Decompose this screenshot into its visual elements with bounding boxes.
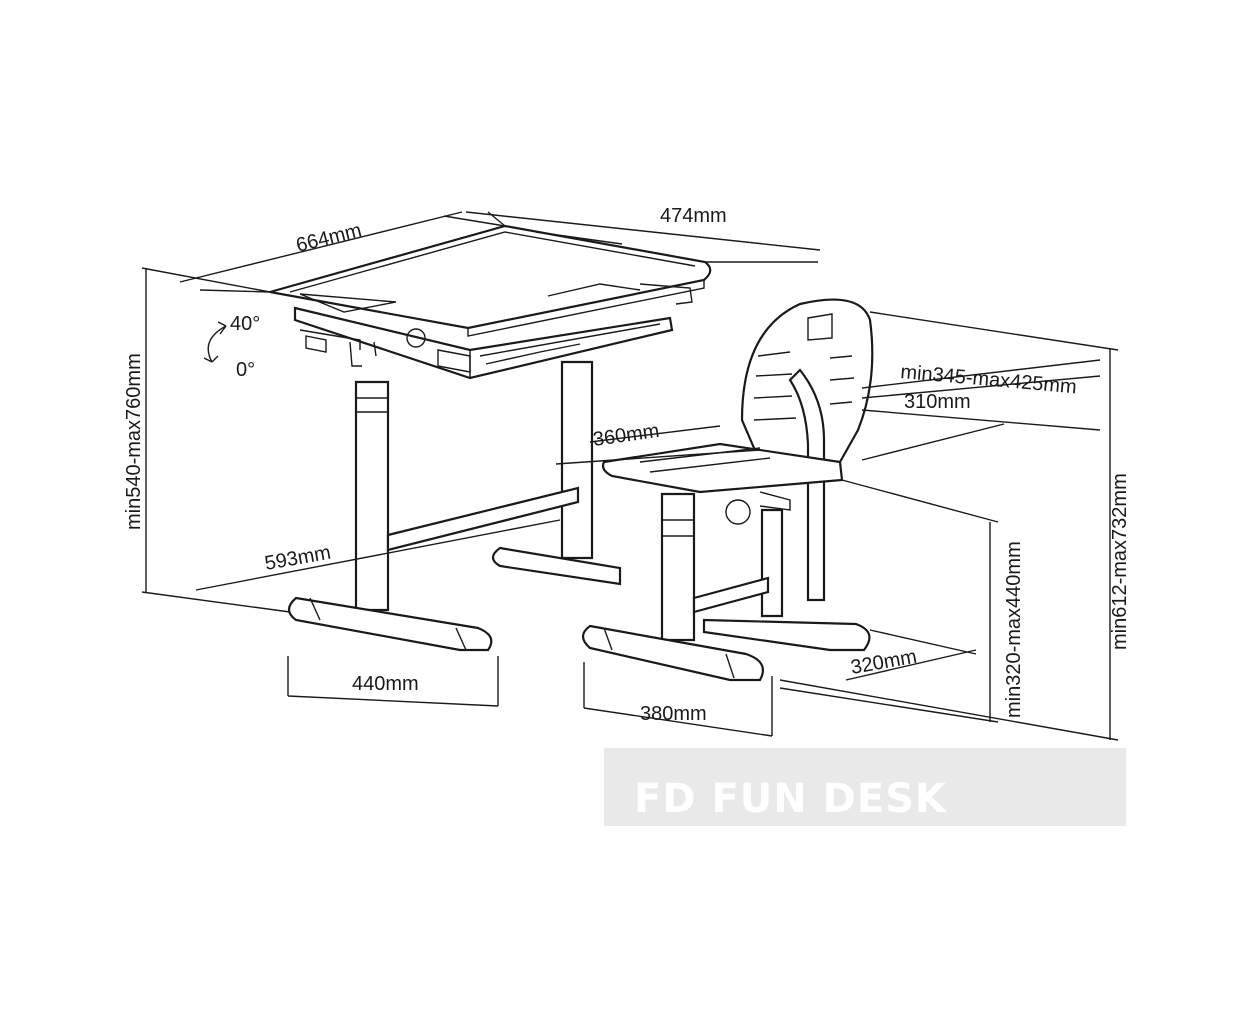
watermark-banner — [604, 748, 1126, 826]
tilt-max-label: 40° — [230, 313, 260, 335]
desk-depth-label: 474mm — [660, 205, 727, 227]
chair-foot-width-label: 380mm — [640, 703, 707, 725]
watermark-logo: FD FUN DESK — [634, 776, 947, 822]
chair-drawing — [581, 298, 874, 682]
desk-foot-width-label: 440mm — [352, 673, 419, 695]
chair-seat-width-label: 360mm — [592, 420, 661, 451]
chair-total-height-label: min612-max732mm — [1109, 473, 1131, 650]
chair-seat-height-label: min320-max440mm — [1003, 541, 1025, 718]
chair-back-width-label: 310mm — [904, 391, 971, 413]
desk-drawing — [269, 224, 712, 652]
tilt-arrow — [203, 321, 227, 363]
desk-height-label: min540-max760mm — [123, 353, 145, 530]
tilt-min-label: 0° — [236, 359, 255, 381]
dimension-lines — [141, 211, 1119, 741]
desk-width-label: 664mm — [294, 219, 364, 256]
